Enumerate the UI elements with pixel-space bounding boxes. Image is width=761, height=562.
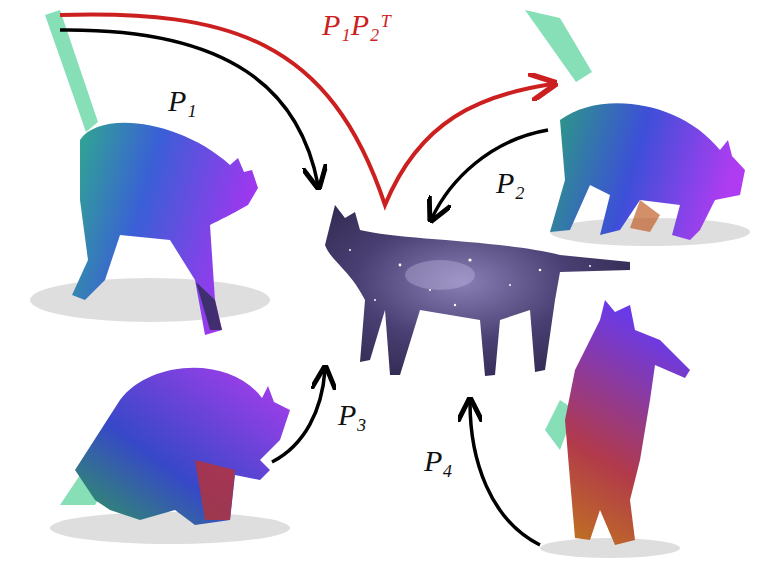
matrix-label: P₁ bbox=[168, 84, 197, 117]
matrix-label: P₁P₂ᵀ bbox=[322, 8, 391, 41]
matrix-label: P₂ bbox=[496, 166, 525, 199]
matrix-label: P₄ bbox=[424, 444, 453, 477]
matrix-label: P₃ bbox=[338, 398, 367, 431]
